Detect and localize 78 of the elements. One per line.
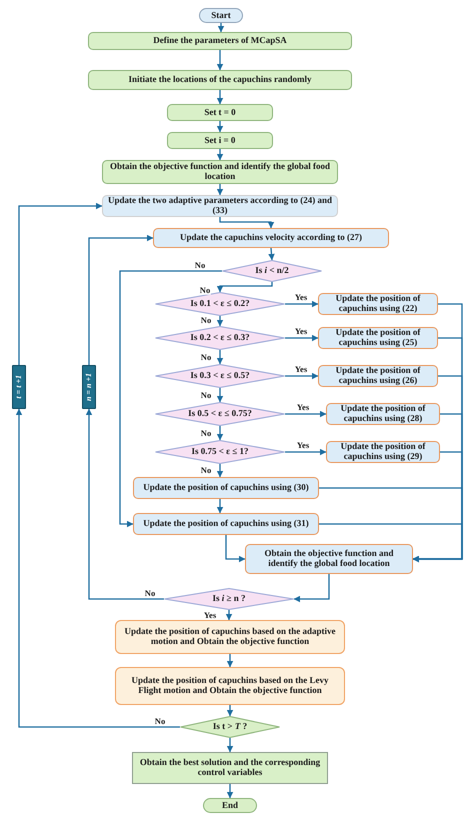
process-box: Update the two adaptive parameters according to (24) and (33) [102,195,338,217]
arrow [285,372,318,380]
process-box: Initiate the locations of the capuchins randomly [88,70,352,90]
decision-diamond: Is i ≥ n ? [164,588,294,610]
arrow [88,234,154,365]
arrow [218,23,224,32]
arrow [16,408,180,728]
arrow [285,334,318,342]
edge-label: No [200,466,212,474]
arrow [216,149,224,160]
arrow [216,426,224,440]
arrow [226,610,232,620]
arrow [285,410,326,418]
arrow [86,408,164,600]
edge-label: No [200,316,212,324]
edge-label: No [194,260,206,270]
arrow [285,300,318,308]
process-box: Update the position of capuchins using (31) [133,513,319,535]
process-box: Obtain the objective function and identify the global food location [245,544,413,574]
arrow [216,282,273,292]
decision-diamond: Is 0.75 < ε ≤ 1? [155,440,285,464]
decision-diamond: Is 0.5 < ε ≤ 0.75? [155,402,285,426]
process-box: Define the parameters of MCapSA [88,32,352,50]
counter-bar: n = n +1 [82,365,96,409]
arrow [216,316,224,326]
arrow [268,248,275,260]
process-box: Update the position of capuchins using (25) [318,327,438,349]
process-box: Update the position of capuchins using (28) [326,403,440,425]
edge-label: No [144,588,156,598]
process-box: Obtain the best solution and the corresponding control variables [132,752,328,784]
arrow [319,523,463,562]
decision-diamond: Is t > T ? [180,716,280,738]
process-box: Update the position of capuchins using (22) [318,293,438,315]
process-box: Update the position of capuchins using (30) [133,477,319,499]
process-box: Update the position of capuchins using (29) [326,441,440,463]
counter-bar: t = t +1 [12,365,26,409]
edge-label: Yes [296,440,310,450]
arrow [216,350,224,364]
arrow [216,464,224,478]
arrow [119,270,222,528]
edge-label: No [154,716,166,726]
process-box: Set t = 0 [167,104,273,121]
terminal-pill: End [203,798,257,813]
edge-label: No [200,390,212,400]
arrow [216,121,224,132]
arrow [216,499,224,514]
decision-diamond: Is i < n/2 [222,260,322,282]
arrow [216,50,224,70]
process-box: Update the position of capuchins based on the adaptive motion and Obtain the objective function [115,620,345,654]
decision-diamond: Is 0.1 < ε ≤ 0.2? [155,292,285,316]
process-box: Obtain the objective function and identify the global food location [102,160,338,184]
arrow [225,535,246,562]
decision-diamond: Is 0.2 < ε ≤ 0.3? [155,326,285,350]
arrow [294,574,330,602]
arrow [226,705,234,716]
process-box: Update the position of capuchins based on the Levy Flight motion and Obtain the objective function [115,667,345,705]
arrow [285,448,326,456]
edge-label: No [200,352,212,362]
edge-label: No [198,286,212,294]
arrow [216,388,224,402]
arrow [216,184,224,196]
arrow [219,217,274,228]
edge-label: Yes [294,326,308,336]
edge-label: Yes [202,610,218,620]
arrow [216,90,224,104]
edge-label: Yes [294,364,308,374]
edge-label: Yes [294,292,308,302]
arrow [226,784,234,798]
edge-label: Yes [296,402,310,412]
arrow [226,654,234,668]
edge-label: No [200,428,212,438]
process-box: Update the capuchins velocity according to (27) [153,228,389,248]
arrow [18,202,102,365]
terminal-pill: Start [199,8,243,23]
arrow [226,738,234,752]
process-box: Set i = 0 [167,132,273,149]
process-box: Update the position of capuchins using (26) [318,365,438,387]
decision-diamond: Is 0.3 < ε ≤ 0.5? [155,364,285,388]
